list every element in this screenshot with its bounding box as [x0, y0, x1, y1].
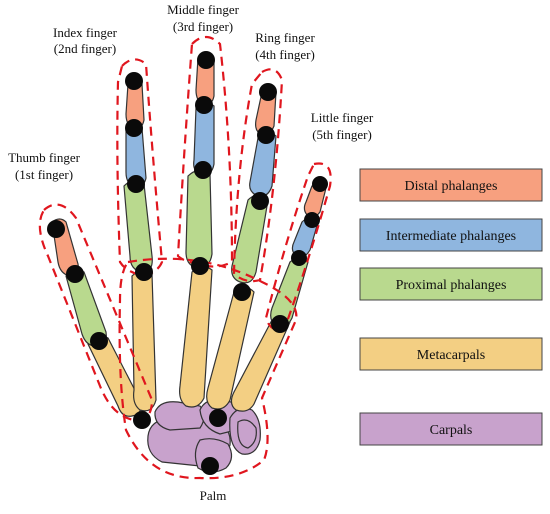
palm-label: Palm: [200, 488, 227, 503]
legend-swatch-intermediate: [359, 218, 543, 252]
index-finger-sublabel: (2nd finger): [54, 41, 116, 56]
middle-metacarpal: [179, 265, 213, 408]
joint-marker: [127, 175, 145, 193]
little-finger-sublabel: (5th finger): [312, 127, 372, 142]
joint-marker: [197, 51, 215, 69]
legend-label-carpals: Carpals: [430, 423, 473, 438]
ring-finger-sublabel: (4th finger): [255, 47, 315, 62]
thumb-outline: [38, 203, 154, 422]
thumb-finger-sublabel: (1st finger): [15, 167, 73, 182]
joint-marker: [194, 161, 212, 179]
legend-label-distal: Distal phalanges: [405, 179, 498, 194]
joint-marker: [233, 283, 251, 301]
joint-marker: [133, 411, 151, 429]
legend-swatch-proximal: [359, 267, 543, 301]
joint-marker: [90, 332, 108, 350]
middle-finger-label: Middle finger: [167, 2, 240, 17]
joint-marker: [209, 409, 227, 427]
legend-swatch-metacarpals: [359, 337, 543, 371]
joint-marker: [291, 250, 307, 266]
carpal-bone: [237, 419, 257, 449]
legend-label-metacarpals: Metacarpals: [417, 348, 485, 363]
joint-marker: [47, 220, 65, 238]
joint-marker: [195, 96, 213, 114]
middle-finger-sublabel: (3rd finger): [173, 19, 233, 34]
little-finger-label: Little finger: [311, 110, 374, 125]
middle-proximal-phalanx: [185, 169, 213, 269]
thumb-bones: [51, 218, 142, 417]
thumb-finger-label: Thumb finger: [8, 150, 81, 165]
joint-marker: [251, 192, 269, 210]
legend-swatch-carpals: [359, 412, 543, 446]
joint-marker: [66, 265, 84, 283]
legend-label-intermediate: Intermediate phalanges: [386, 229, 516, 244]
ring-finger-label: Ring finger: [255, 30, 315, 45]
joint-marker: [304, 212, 320, 228]
index-finger-label: Index finger: [53, 25, 118, 40]
index-proximal-phalanx: [123, 179, 153, 273]
joint-marker: [257, 126, 275, 144]
index-metacarpal: [131, 269, 157, 412]
joint-marker: [135, 263, 153, 281]
joint-marker: [271, 315, 289, 333]
legend: Distal phalanges Intermediate phalanges …: [359, 168, 543, 446]
joint-marker: [125, 119, 143, 137]
joint-marker: [312, 176, 328, 192]
index-finger-outline: [116, 58, 164, 278]
ring-finger-bones: [206, 87, 277, 410]
legend-swatch-distal: [359, 168, 543, 202]
middle-finger-outline: [176, 35, 234, 268]
joint-marker: [191, 257, 209, 275]
joint-marker: [125, 72, 143, 90]
joints: [47, 51, 328, 475]
joint-marker: [201, 457, 219, 475]
legend-label-proximal: Proximal phalanges: [396, 278, 507, 293]
joint-marker: [259, 83, 277, 101]
palm-outline: [118, 257, 298, 480]
